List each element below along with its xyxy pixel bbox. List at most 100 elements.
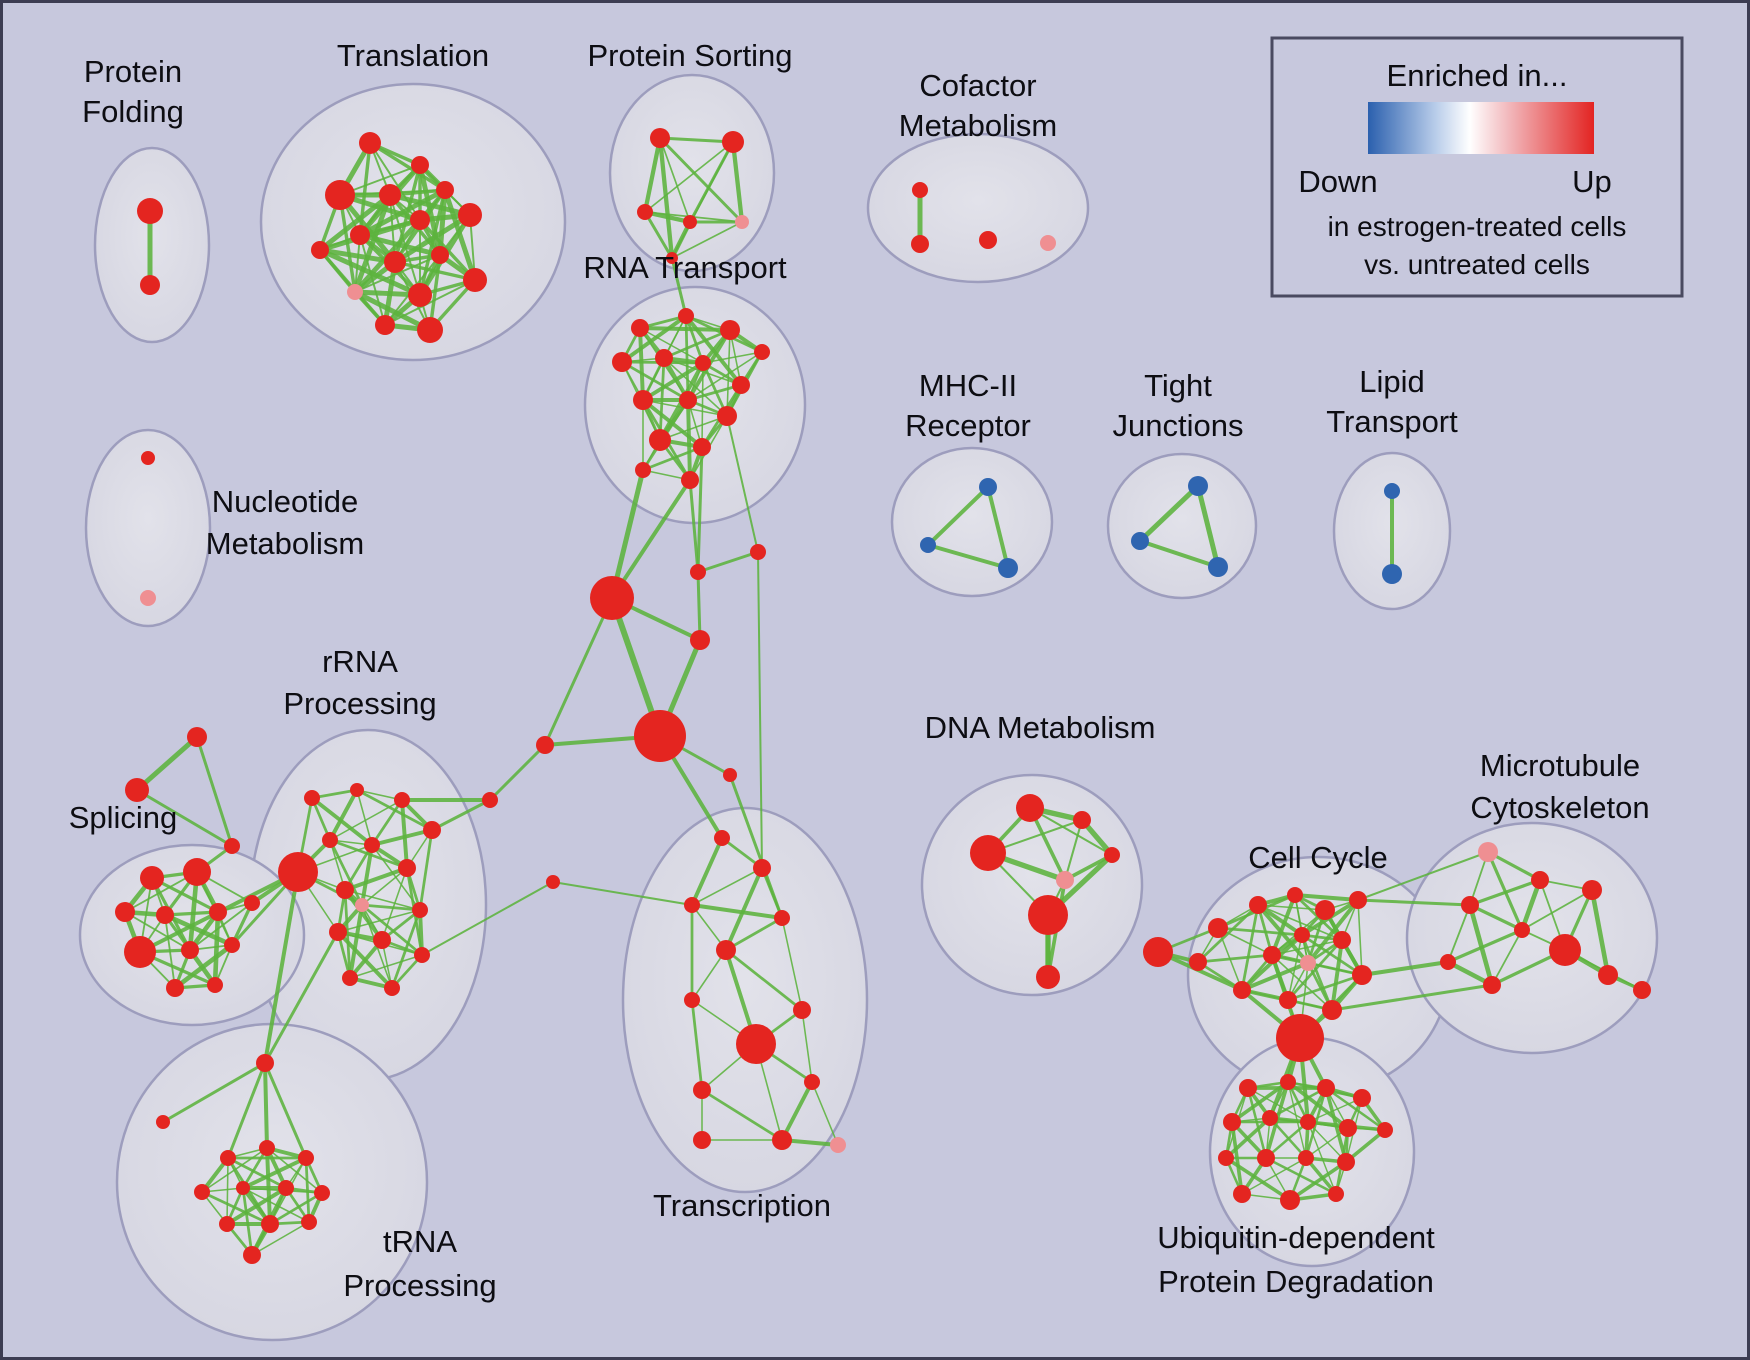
- gene-set-node-red: [693, 1131, 711, 1149]
- gene-set-node-red: [546, 875, 560, 889]
- cluster-ellipse-protein-sorting: [608, 73, 776, 273]
- edge: [418, 828, 434, 912]
- gene-set-node-red: [342, 970, 358, 986]
- edge: [1241, 1157, 1307, 1195]
- gene-set-node-red: [1294, 927, 1310, 943]
- gene-set-node-red: [684, 897, 700, 913]
- edge: [1256, 903, 1310, 965]
- gene-set-node-blue: [1188, 476, 1208, 496]
- edge: [337, 909, 421, 933]
- edge: [702, 351, 763, 364]
- gene-set-node-red: [750, 544, 766, 560]
- gene-set-node-red: [398, 859, 416, 877]
- cluster-label-cofactor-metabolism: Cofactor: [919, 68, 1036, 103]
- gene-set-node-red: [207, 977, 223, 993]
- edge: [757, 551, 763, 869]
- cluster-label-cell-cycle: Cell Cycle: [1248, 840, 1388, 875]
- gene-set-node-red: [209, 903, 227, 921]
- legend-subtitle-line: vs. untreated cells: [1364, 249, 1590, 280]
- gene-set-node-red: [723, 768, 737, 782]
- edge: [659, 415, 728, 441]
- cluster-ellipse-cofactor-metabolism: [866, 132, 1090, 284]
- edge: [263, 1061, 269, 1150]
- cluster-label-rrna-processing: Processing: [283, 686, 436, 721]
- gene-set-node-blue: [1382, 564, 1402, 584]
- edge: [1491, 929, 1523, 986]
- gene-set-node-red: [631, 319, 649, 337]
- cluster-ellipse-tight-junctions: [1106, 452, 1258, 600]
- gene-set-node-red: [612, 352, 632, 372]
- edge: [352, 289, 433, 333]
- cluster-label-lipid-transport: Transport: [1326, 404, 1458, 439]
- edge: [638, 326, 645, 402]
- edge: [360, 903, 424, 957]
- edge: [691, 949, 727, 1001]
- edge: [124, 911, 191, 951]
- gene-set-node-blue: [1131, 532, 1149, 550]
- edge: [690, 998, 704, 1092]
- edge: [1264, 1120, 1310, 1160]
- gene-set-node-red: [311, 241, 329, 259]
- gene-set-node-red: [137, 198, 163, 224]
- gene-set-node-red: [1028, 895, 1068, 935]
- gene-set-node-red: [1339, 1119, 1357, 1137]
- gene-set-node-red: [1352, 965, 1372, 985]
- edge: [1288, 1160, 1348, 1202]
- gene-set-node-red: [1279, 991, 1297, 1009]
- edge: [658, 136, 735, 144]
- gene-set-node-red: [1036, 965, 1060, 989]
- gene-set-node-red: [140, 866, 164, 890]
- edge: [691, 867, 763, 906]
- edge: [343, 866, 409, 892]
- gene-set-node-red: [1218, 1150, 1234, 1166]
- edge: [1247, 1087, 1309, 1123]
- edge: [728, 773, 784, 920]
- edge: [488, 743, 547, 802]
- edge: [658, 136, 744, 224]
- gene-set-node-red: [384, 980, 400, 996]
- edge: [266, 1147, 323, 1194]
- gene-set-node-red: [1531, 871, 1549, 889]
- gene-set-node-red: [1239, 1079, 1257, 1097]
- legend-gradient-bar: [1368, 102, 1594, 154]
- cluster-label-microtubule-cytoskeleton: Microtubule: [1480, 748, 1640, 783]
- edge: [150, 876, 220, 914]
- edge: [1271, 954, 1333, 1011]
- edge: [1293, 893, 1360, 902]
- edge: [1306, 898, 1360, 965]
- gene-set-node-red: [1315, 900, 1335, 920]
- edge: [1357, 851, 1489, 901]
- cluster-label-trna-processing: tRNA: [383, 1224, 457, 1259]
- gene-set-node-red: [536, 736, 554, 754]
- edge: [1230, 1080, 1290, 1124]
- edge: [1270, 893, 1297, 957]
- edge: [1196, 953, 1274, 964]
- edge: [671, 221, 743, 259]
- gene-set-node-red: [1073, 811, 1091, 829]
- gene-set-node-red: [329, 923, 347, 941]
- cluster-label-dna-metabolism: DNA Metabolism: [925, 710, 1156, 745]
- edge: [162, 912, 235, 948]
- edge: [1063, 818, 1084, 882]
- edge: [225, 1186, 288, 1226]
- gene-set-node-red: [278, 1180, 294, 1196]
- gene-set-node-red: [634, 710, 686, 762]
- edge: [400, 798, 409, 870]
- gene-set-node-red: [124, 936, 156, 968]
- legend-subtitle-line: in estrogen-treated cells: [1328, 211, 1627, 242]
- edge: [696, 570, 702, 642]
- gene-set-node-red: [1233, 981, 1251, 999]
- edge: [361, 867, 408, 906]
- gene-set-node-red: [458, 203, 482, 227]
- gene-set-node-red: [1280, 1074, 1296, 1090]
- edge: [690, 836, 724, 907]
- edge: [926, 543, 1010, 570]
- legend-down-label: Down: [1298, 164, 1377, 199]
- gene-set-node-red: [219, 1216, 235, 1232]
- gene-set-node-red: [141, 451, 155, 465]
- gene-set-node-red: [1349, 891, 1367, 909]
- gene-set-node-red: [793, 1001, 811, 1019]
- edge: [1357, 899, 1363, 976]
- gene-set-node-red: [187, 727, 207, 747]
